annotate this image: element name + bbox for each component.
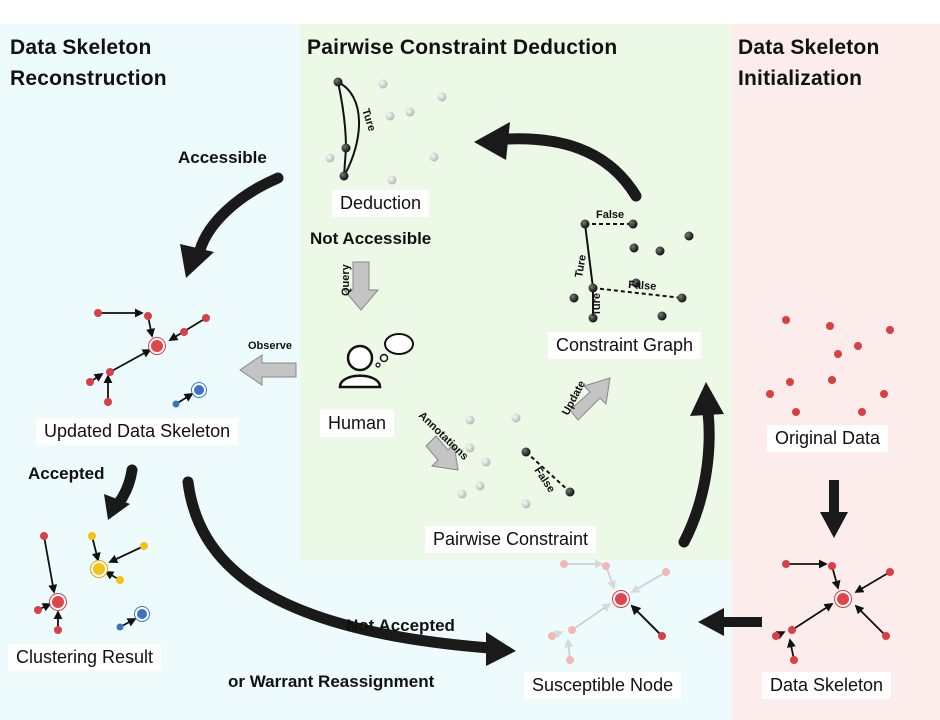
initialization-heading-line2: Initialization	[738, 67, 863, 90]
reconstruction-heading-line2: Reconstruction	[10, 67, 167, 90]
query-label: Query	[340, 263, 352, 296]
arrow-accessible	[194, 172, 284, 256]
not-accessible-label: Not Accessible	[310, 229, 432, 248]
clustering-result-graph	[34, 532, 150, 634]
arrow-not-accepted	[182, 476, 496, 654]
original-data-node-label: Original Data	[767, 425, 889, 452]
observe-label: Observe	[248, 340, 292, 352]
constraint-edge-false-2: False	[628, 279, 657, 293]
not-accepted-label: Not Accepted	[346, 616, 455, 635]
updated-skeleton-node-label: Updated Data Skeleton	[36, 418, 239, 445]
data-skeleton-graph	[772, 559, 894, 664]
pairwise-constraint-graph	[457, 413, 575, 509]
constraint-graph	[569, 219, 694, 323]
arrow-head-to-deduction	[474, 122, 510, 160]
data-skeleton-node-label: Data Skeleton	[762, 672, 892, 699]
arrow-accepted	[112, 464, 138, 510]
clustering-result-node-label: Clustering Result	[8, 644, 162, 671]
deduction-node-label: Deduction	[332, 190, 430, 217]
deduction-edge-ture: Ture	[359, 107, 378, 133]
initialization-heading: Data Skeleton Initialization	[738, 32, 879, 94]
accessible-label: Accessible	[178, 148, 267, 167]
original-data-points	[766, 316, 894, 416]
arrow-head-not-accepted	[486, 632, 516, 666]
human-icon	[338, 333, 414, 389]
constraint-edge-ture-1: Ture	[573, 254, 589, 279]
arrow-head-accessible	[180, 244, 214, 278]
arrow-head-to-constraint-graph	[690, 382, 724, 416]
reconstruction-heading: Data Skeleton Reconstruction	[10, 32, 167, 94]
arrow-head-accepted	[104, 494, 130, 520]
arrow-head-original-to-skeleton	[820, 512, 848, 538]
updated-skeleton-graph	[86, 308, 210, 408]
deduction-graph	[325, 77, 447, 185]
human-node-label: Human	[320, 410, 395, 437]
deduction-heading-text: Pairwise Constraint Deduction	[307, 36, 618, 59]
query-arrow	[342, 261, 380, 311]
constraint-edge-false-1: False	[596, 209, 624, 221]
susceptible-node-label: Susceptible Node	[524, 672, 682, 699]
observe-arrow	[239, 354, 297, 386]
update-arrow	[569, 377, 611, 421]
constraint-edge-ture-2: Ture	[591, 293, 603, 316]
reconstruction-heading-line1: Data Skeleton	[10, 36, 152, 59]
pairwise-constraint-node-label: Pairwise Constraint	[425, 526, 597, 553]
accepted-label: Accepted	[28, 464, 105, 483]
deduction-heading: Pairwise Constraint Deduction	[307, 32, 617, 63]
warrant-reassignment-label: or Warrant Reassignment	[228, 672, 435, 691]
susceptible-node-graph	[548, 559, 670, 664]
constraint-graph-node-label: Constraint Graph	[548, 332, 702, 359]
arrow-to-deduction	[486, 133, 642, 202]
arrow-head-skeleton-to-susceptible	[698, 608, 724, 636]
arrow-to-constraint-graph	[678, 406, 715, 548]
initialization-heading-line1: Data Skeleton	[738, 36, 880, 59]
annotations-arrow	[425, 435, 459, 471]
pairwise-edge-false: False	[532, 465, 558, 495]
